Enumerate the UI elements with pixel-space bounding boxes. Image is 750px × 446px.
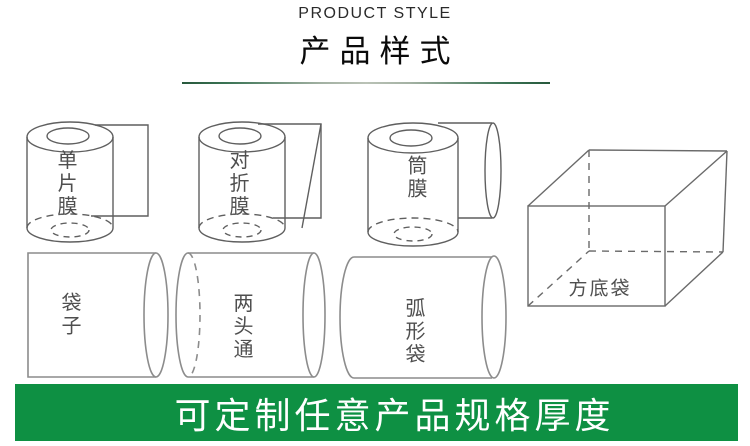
label-square-bottom-bag: 方底袋	[568, 277, 632, 300]
label-single-film: 单片膜	[54, 149, 78, 219]
label-open-both-ends: 两头通	[230, 292, 254, 362]
open-both-ends-bag-drawing	[175, 252, 326, 378]
tube-film-roll-drawing	[367, 122, 502, 247]
label-arc-bag: 弧形袋	[402, 297, 426, 367]
label-tube-film: 筒膜	[404, 155, 428, 201]
square-bottom-bag-drawing	[527, 149, 728, 307]
folded-film-roll-drawing	[198, 121, 322, 243]
customization-banner-text: 可定制任意产品规格厚度	[174, 395, 615, 437]
label-bag: 袋子	[58, 292, 82, 338]
green-divider-line	[182, 82, 550, 84]
arc-bag-drawing	[339, 255, 507, 379]
customization-banner: 可定制任意产品规格厚度	[15, 384, 738, 441]
page-title-chinese: 产品样式	[299, 34, 460, 70]
single-film-roll-drawing	[26, 121, 149, 243]
bag-drawing	[27, 252, 169, 378]
page-title-english: PRODUCT STYLE	[298, 5, 452, 22]
label-folded-film: 对折膜	[226, 149, 250, 219]
